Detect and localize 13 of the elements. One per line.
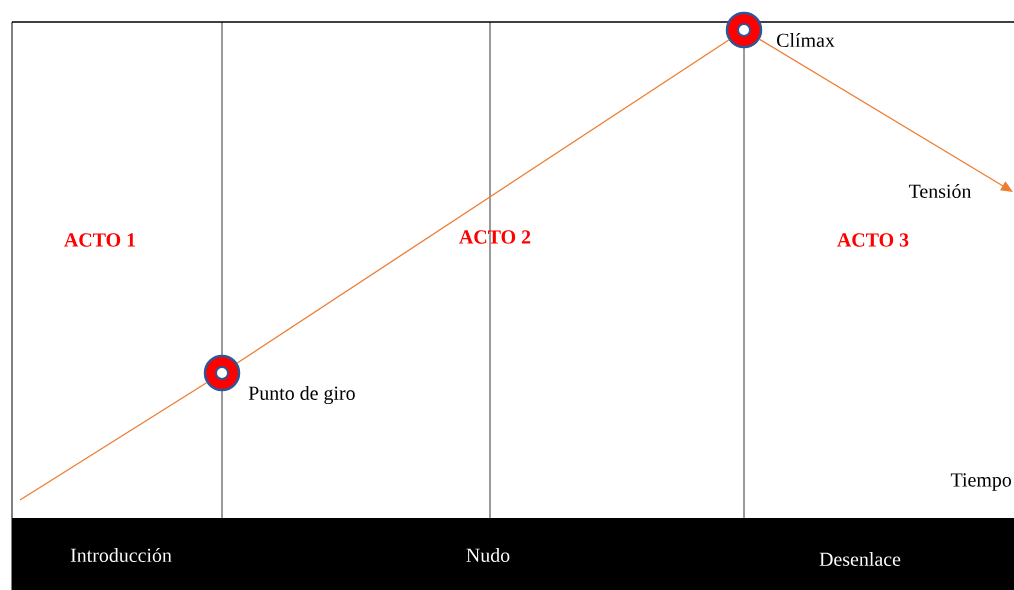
ring-marker bbox=[725, 11, 763, 49]
act-label: ACTO 3 bbox=[837, 233, 909, 247]
ring-marker bbox=[203, 354, 241, 392]
arrow bbox=[759, 38, 1013, 192]
point-label: Punto de giro bbox=[248, 385, 355, 405]
phase-label: Desenlace bbox=[819, 552, 901, 566]
act-label: ACTO 1 bbox=[64, 233, 136, 247]
edge-label: Tensión bbox=[907, 182, 973, 199]
phase-label: Nudo bbox=[466, 548, 510, 562]
act-label: ACTO 2 bbox=[459, 230, 531, 244]
axis-label: Tiempo bbox=[950, 473, 1012, 491]
phase-label: Introducción bbox=[70, 547, 172, 562]
point-label: Clímax bbox=[777, 32, 835, 47]
